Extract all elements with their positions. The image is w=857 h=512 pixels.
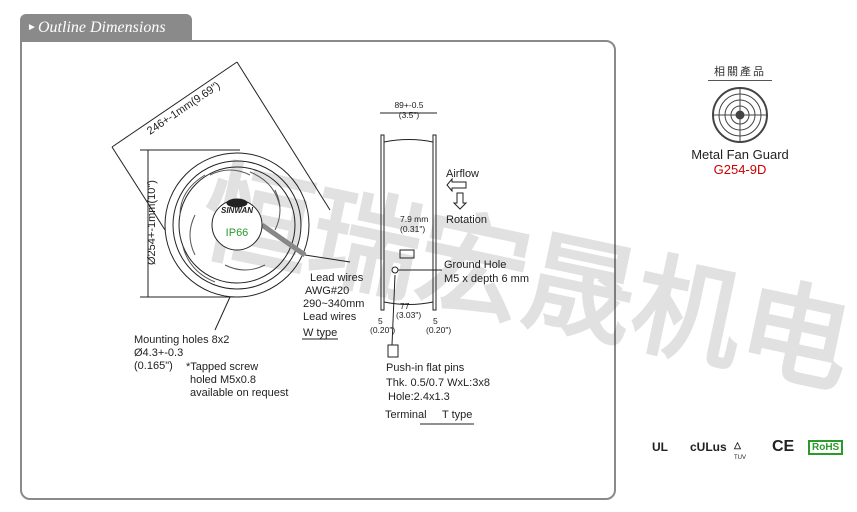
tuv-label: TUV bbox=[734, 455, 746, 461]
culus-icon: cULus bbox=[690, 440, 727, 454]
svg-text:(0.20"): (0.20") bbox=[370, 325, 395, 335]
arrow-icon: ► bbox=[27, 22, 37, 33]
svg-text:246+-1mm(9.69"): 246+-1mm(9.69") bbox=[145, 80, 223, 138]
svg-text:Push-in flat pins: Push-in flat pins bbox=[386, 362, 465, 374]
svg-text:Rotation: Rotation bbox=[446, 214, 487, 226]
section-title: Outline Dimensions bbox=[38, 19, 166, 36]
svg-text:SINWAN: SINWAN bbox=[221, 206, 253, 215]
svg-text:(3.03"): (3.03") bbox=[396, 310, 421, 320]
svg-text:(0.31"): (0.31") bbox=[400, 224, 425, 234]
svg-text:Thk. 0.5/0.7 WxL:3x8: Thk. 0.5/0.7 WxL:3x8 bbox=[386, 377, 490, 389]
svg-text:available on request: available on request bbox=[190, 387, 288, 399]
svg-text:W type: W type bbox=[303, 327, 337, 339]
svg-text:(0.20"): (0.20") bbox=[426, 325, 451, 335]
related-name[interactable]: Metal Fan Guard bbox=[691, 147, 789, 162]
svg-text:Mounting holes 8x2: Mounting holes 8x2 bbox=[134, 334, 229, 346]
tuv-icon: △TUV bbox=[734, 440, 746, 461]
svg-text:Terminal: Terminal bbox=[385, 409, 427, 421]
ul-icon: UL bbox=[652, 440, 668, 454]
svg-text:T type: T type bbox=[442, 409, 472, 421]
fan-side-view bbox=[380, 112, 474, 425]
dimensions-panel bbox=[20, 40, 616, 500]
fan-guard-image[interactable] bbox=[710, 85, 770, 145]
svg-text:Ø4.3+-0.3: Ø4.3+-0.3 bbox=[134, 347, 183, 359]
svg-text:89+-0.5: 89+-0.5 bbox=[394, 100, 423, 110]
svg-text:Airflow: Airflow bbox=[446, 168, 479, 180]
svg-text:Lead wires: Lead wires bbox=[303, 311, 357, 323]
rohs-icon: RoHS bbox=[808, 440, 844, 455]
svg-text:5: 5 bbox=[433, 316, 438, 326]
svg-text:IP66: IP66 bbox=[226, 227, 249, 239]
related-product[interactable]: 相關產品 Metal Fan Guard G254-9D bbox=[690, 62, 790, 177]
svg-text:Hole:2.4x1.3: Hole:2.4x1.3 bbox=[388, 391, 450, 403]
svg-text:(3.5"): (3.5") bbox=[399, 110, 420, 120]
svg-text:(0.165"): (0.165") bbox=[134, 360, 173, 372]
svg-text:Ground Hole: Ground Hole bbox=[444, 259, 506, 271]
related-heading: 相關產品 bbox=[708, 63, 772, 81]
svg-text:holed M5x0.8: holed M5x0.8 bbox=[190, 374, 256, 386]
section-tab: ►Outline Dimensions bbox=[20, 14, 192, 40]
svg-text:77: 77 bbox=[400, 301, 410, 311]
svg-text:5: 5 bbox=[378, 316, 383, 326]
svg-text:290~340mm: 290~340mm bbox=[303, 298, 364, 310]
svg-text:M5 x depth 6 mm: M5 x depth 6 mm bbox=[444, 273, 529, 285]
svg-text:7.9 mm: 7.9 mm bbox=[400, 214, 428, 224]
svg-text:AWG#20: AWG#20 bbox=[305, 285, 349, 297]
related-code[interactable]: G254-9D bbox=[713, 162, 767, 177]
svg-text:Ø254+-1mm(10"): Ø254+-1mm(10") bbox=[146, 180, 158, 265]
ce-icon: CE bbox=[772, 438, 795, 455]
svg-text:Lead wires: Lead wires bbox=[310, 272, 364, 284]
svg-text:*Tapped screw: *Tapped screw bbox=[186, 361, 258, 373]
